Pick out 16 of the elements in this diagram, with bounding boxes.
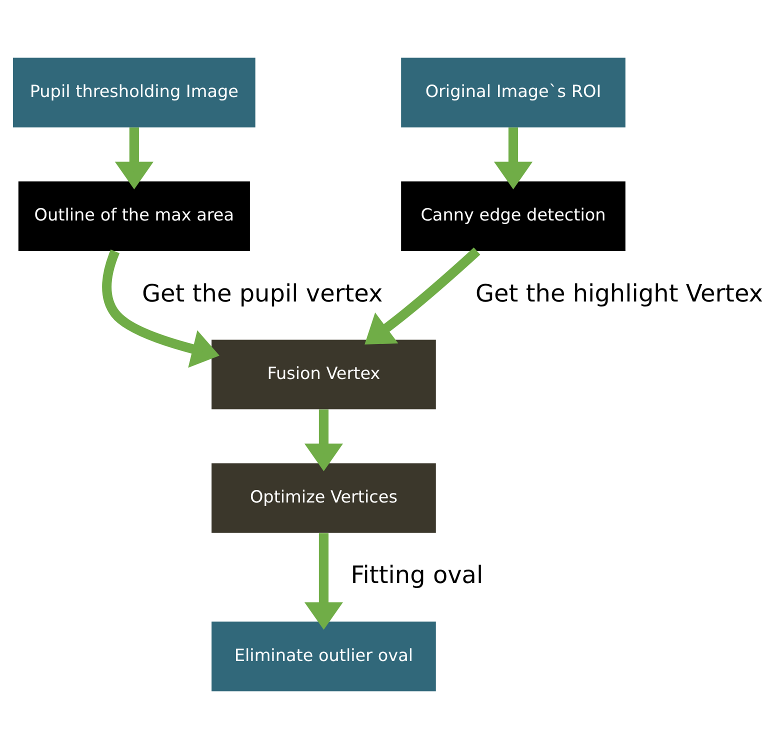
arrow: [304, 409, 343, 472]
arrow: [304, 533, 343, 630]
node-box: Original Image`s ROI: [401, 58, 626, 128]
node-box: Fusion Vertex: [212, 340, 436, 410]
node-box: Canny edge detection: [401, 181, 626, 251]
arrow: [102, 250, 220, 368]
node-box: Eliminate outlier oval: [212, 622, 436, 692]
edge-label: Get the pupil vertex: [142, 279, 383, 308]
node-box: Pupil thresholding Image: [13, 58, 256, 128]
arrow: [364, 248, 480, 344]
edge-label: Get the highlight Vertex: [475, 279, 764, 308]
edge-label: Fitting oval: [350, 561, 484, 590]
arrow: [494, 128, 533, 190]
node-box: Outline of the max area: [18, 181, 250, 251]
arrow: [114, 128, 154, 190]
node-box: Optimize Vertices: [212, 463, 436, 533]
